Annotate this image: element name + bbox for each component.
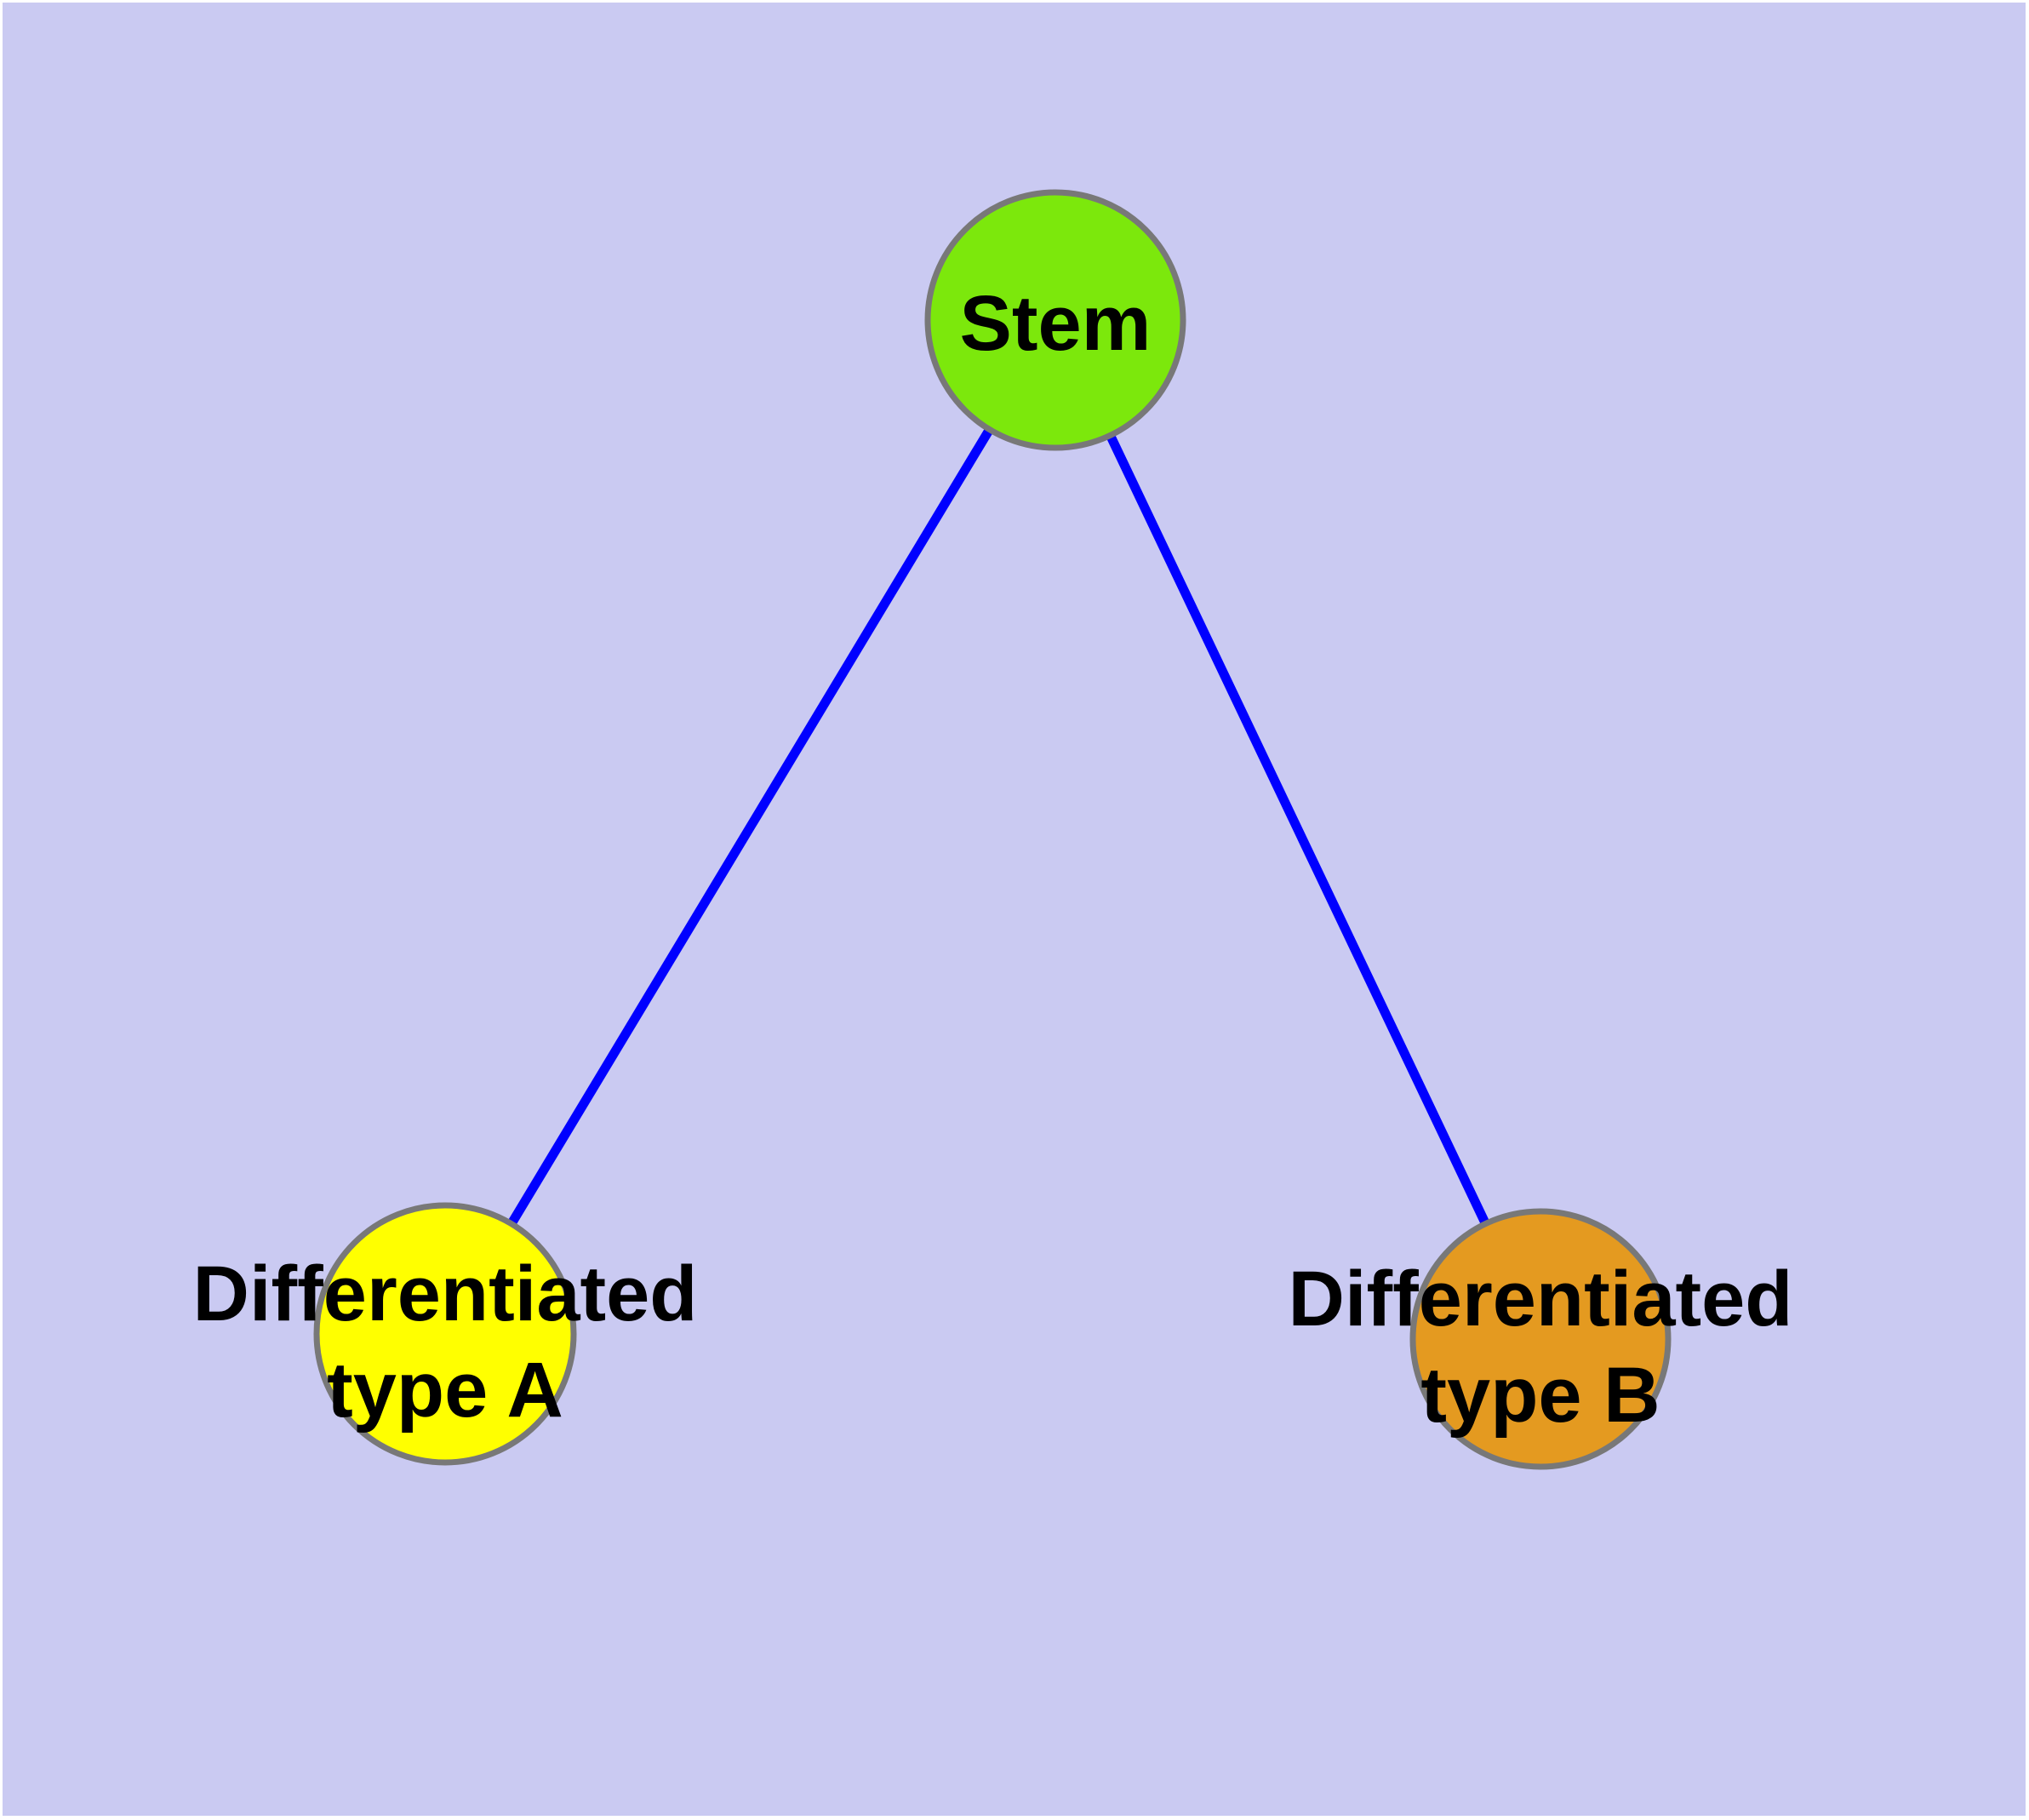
type-a-node-label-line1: Differentiated [193, 1251, 698, 1337]
node-differentiated-type-a-circle [313, 1202, 577, 1466]
edge-stem-to-type-a [441, 318, 1060, 1336]
cell-differentiation-diagram: Stem Differentiated type A Differentiate… [193, 189, 1793, 1470]
diagram-canvas: Stem Differentiated type A Differentiate… [3, 3, 2026, 1816]
type-a-node-label-line2: type A [327, 1347, 563, 1434]
edge-stem-to-type-b [1051, 318, 1545, 1342]
type-b-node-label-line1: Differentiated [1289, 1256, 1793, 1342]
node-differentiated-type-b-circle [1409, 1208, 1672, 1470]
stem-node-label: Stem [960, 280, 1152, 367]
node-stem-circle [924, 189, 1186, 451]
type-b-node-label-line2: type B [1420, 1352, 1660, 1439]
